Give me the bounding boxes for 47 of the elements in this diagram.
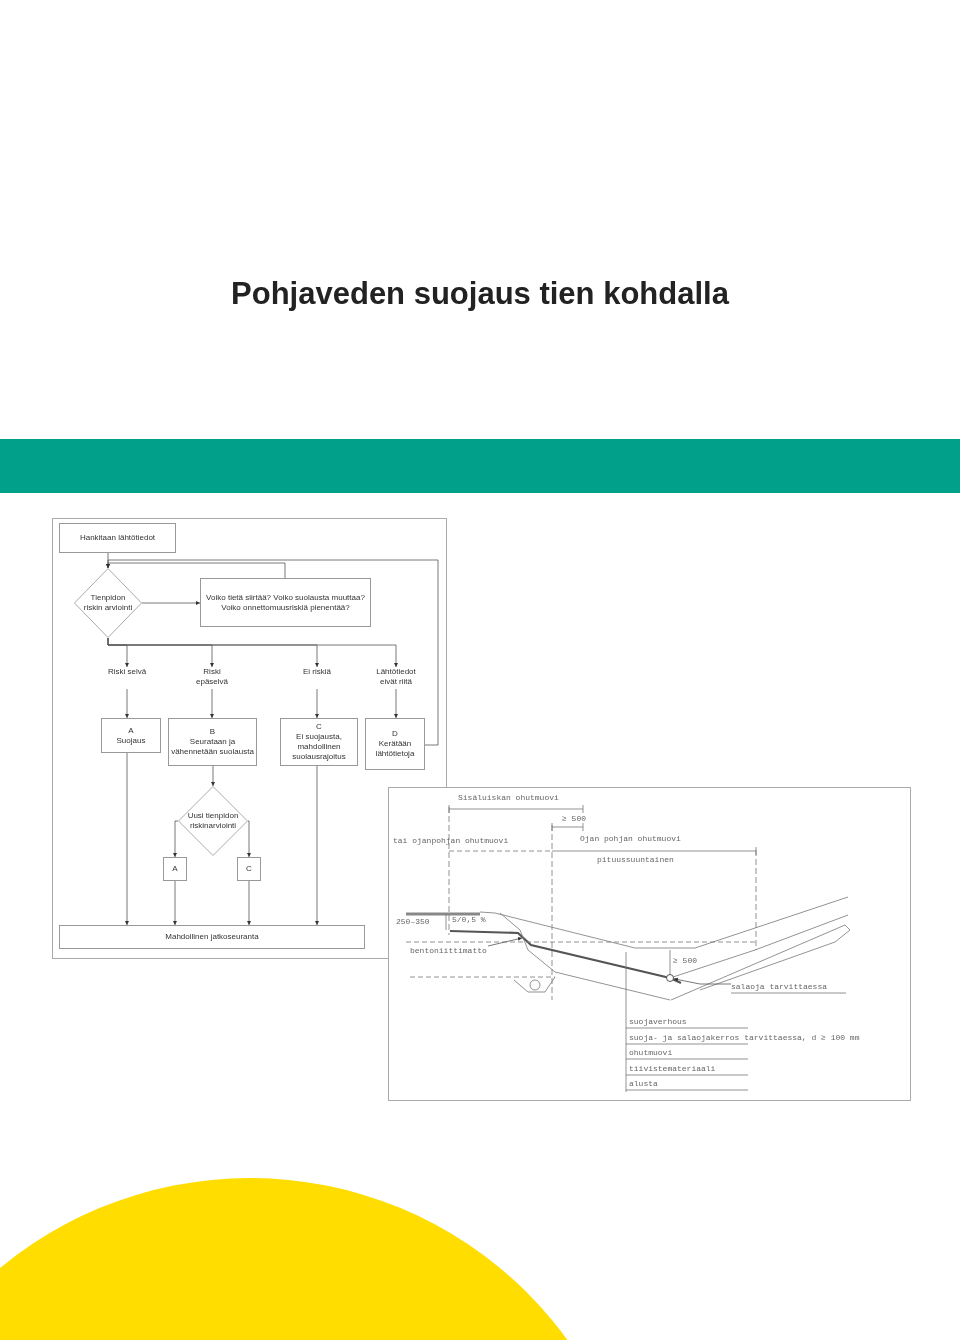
box-text: Hankitaan lähtötiedot	[79, 533, 156, 543]
box-text: Voiko tietä siirtää? Voiko suolausta muuttaa? Voiko onnettomuusriskiä pienentää?	[205, 592, 366, 613]
process-box	[59, 523, 176, 553]
dimension-text: pituussuuntainen	[597, 855, 674, 865]
dimension-text: ≥ 500	[673, 956, 697, 966]
process-box	[237, 857, 261, 881]
callout-text: salaoja tarvittaessa	[731, 982, 846, 992]
process-box	[163, 857, 187, 881]
dimension-text: ≥ 500	[562, 814, 586, 824]
title: Pohjaveden suojaus tien kohdalla	[230, 276, 731, 312]
decision-diamond	[74, 568, 142, 638]
box-letter: C	[316, 722, 322, 732]
process-box	[365, 718, 425, 770]
box-text: A	[172, 864, 178, 874]
box-letter: B	[209, 727, 216, 737]
diamond-text: Tienpidon riskin arviointi	[83, 593, 133, 613]
box-text: Suojaus	[116, 735, 146, 746]
layer-label: alusta	[629, 1079, 658, 1089]
slope-text: 5/0,5 %	[452, 915, 486, 925]
branch-label: Riski selvä	[105, 667, 149, 677]
process-box	[168, 718, 257, 766]
box-letter: D	[392, 729, 398, 739]
box-text: C	[246, 864, 252, 874]
layer-label: ohutmuovi	[629, 1048, 673, 1058]
branch-label: Riski epäselvä	[188, 667, 236, 687]
layer-label: tiivistemateriaali	[629, 1064, 716, 1074]
box-letter: A	[128, 725, 134, 736]
box-text: Ei suojausta, mahdollinen suolausrajoitus	[291, 732, 347, 762]
question-box	[200, 578, 371, 627]
decision-diamond	[178, 786, 248, 856]
dimension-text: 250–350	[396, 917, 430, 927]
branch-label: Ei riskiä	[297, 667, 337, 677]
branch-label: Lähtötiedot eivät riitä	[368, 667, 424, 687]
dimension-text: Sisäluiskan ohutmuovi	[458, 793, 559, 803]
process-box	[280, 718, 358, 766]
box-text: Mahdollinen jatkoseuranta	[165, 932, 259, 942]
layer-label: suoja- ja salaojakerros tarvittaessa, d ≥ 100 mm	[629, 1033, 860, 1043]
box-text: Seurataan ja vähennetään suolausta	[170, 737, 255, 757]
drain-pipe	[666, 974, 674, 982]
box-text: Kerätään lähtötietoja	[374, 739, 416, 759]
process-box	[101, 718, 161, 753]
dimension-text: Ojan pohjan ohutmuovi	[580, 834, 681, 844]
dimension-text: tai ojanpohjan ohutmuovi	[393, 836, 509, 846]
process-box	[59, 925, 365, 949]
layer-label: suojaverhous	[629, 1017, 687, 1027]
diamond-text: Uusi tienpidon riskinarviointi	[187, 811, 239, 831]
callout-text: bentoniittimatto	[410, 946, 488, 956]
